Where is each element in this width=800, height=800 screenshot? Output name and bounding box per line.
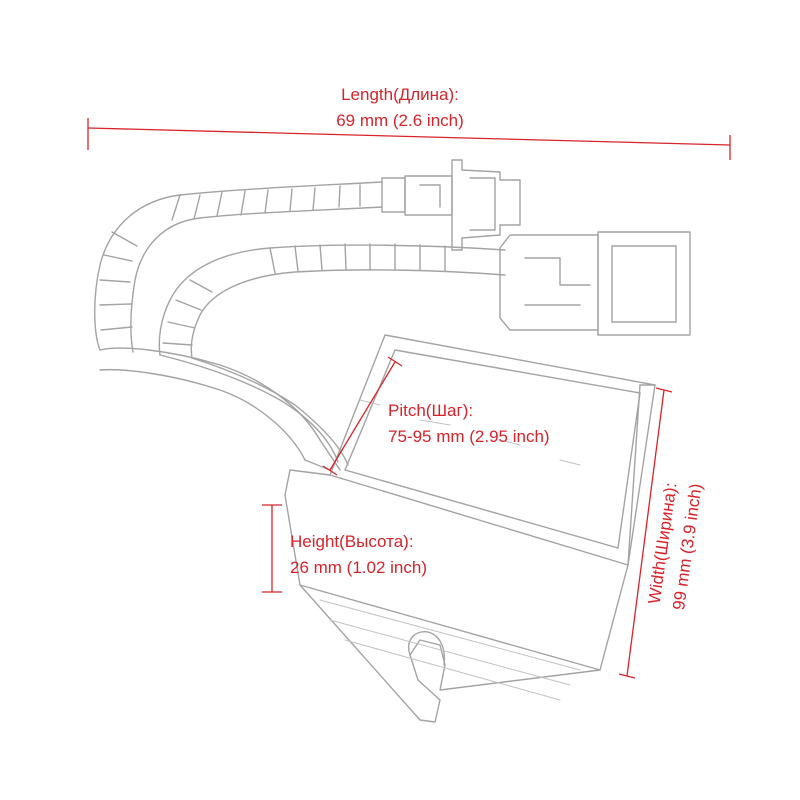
dimension-lines [87, 118, 731, 679]
pitch-label: Pitch(Шаг): 75-95 mm (2.95 inch) [388, 398, 550, 450]
length-label: Length(Длина): 69 mm (2.6 inch) [300, 82, 500, 134]
width-dimension-line [618, 387, 673, 679]
height-value: 26 mm (1.02 inch) [290, 558, 427, 577]
connector-upper [381, 159, 521, 251]
length-value: 69 mm (2.6 inch) [336, 111, 464, 130]
upper-cable [94, 181, 383, 353]
length-dimension-line [87, 118, 731, 160]
height-dimension-line [262, 504, 282, 593]
lower-cable [158, 243, 506, 359]
pitch-value: 75-95 mm (2.95 inch) [388, 427, 550, 446]
wire-bundle [99, 347, 349, 471]
width-label: Width(Ширина): 99 mm (3.9 inch) [645, 460, 706, 630]
height-label: Height(Высота): 26 mm (1.02 inch) [290, 529, 427, 581]
pitch-title: Pitch(Шаг): [388, 401, 474, 420]
connector-lower [499, 231, 691, 336]
pitch-dimension-line [322, 356, 403, 476]
height-title: Height(Высота): [290, 532, 414, 551]
regulator-box [284, 334, 656, 723]
length-title: Length(Длина): [341, 85, 459, 104]
